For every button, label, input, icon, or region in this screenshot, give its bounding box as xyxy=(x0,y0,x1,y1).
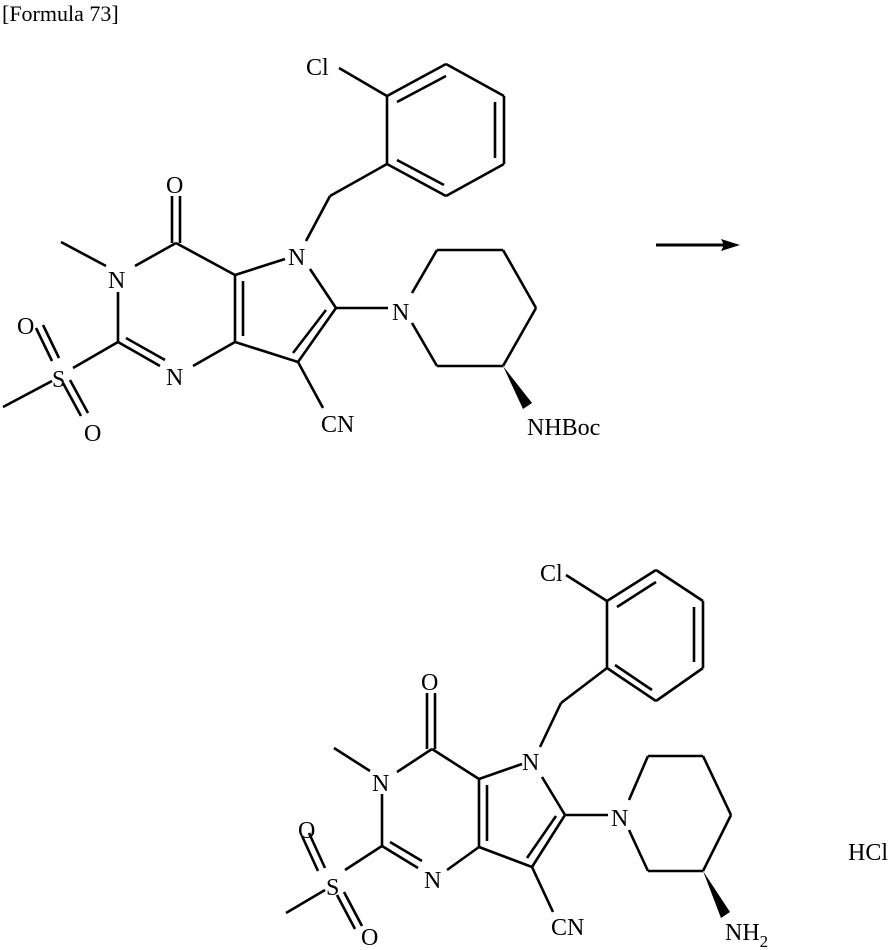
nhboc-label: NHBoc xyxy=(527,415,600,441)
nitrile-label: CN xyxy=(551,915,584,941)
stereo-wedge-bond xyxy=(503,366,532,409)
pyrrole-nitrogen-label: N xyxy=(522,750,539,776)
chlorine-atom-label: Cl xyxy=(540,561,563,587)
sulfur-atom-label: S xyxy=(52,367,65,393)
reactant-structure: Cl O N N N N S O O CN NHBoc xyxy=(2,55,600,447)
sulfonyl-oxygen-bottom-label: O xyxy=(84,421,101,447)
stereo-wedge-bond xyxy=(703,871,730,918)
sulfonyl-oxygen-top-label: O xyxy=(17,314,34,340)
reaction-arrow xyxy=(656,239,740,251)
amine-nh-text: NH xyxy=(725,920,760,946)
hcl-salt-label: HCl xyxy=(848,840,888,866)
n-methyl-nitrogen-label: N xyxy=(108,268,125,294)
pyrrole-nitrogen-label: N xyxy=(288,245,305,271)
piperidine-nitrogen-label: N xyxy=(611,806,628,832)
nitrile-label: CN xyxy=(321,412,354,438)
product-structure: Cl O N N N N S O O CN NH2 HCl xyxy=(285,561,888,950)
arrow-head-icon xyxy=(721,239,740,251)
formula-caption: [Formula 73] xyxy=(2,1,119,26)
carbonyl-oxygen-label: O xyxy=(166,173,183,199)
carbonyl-oxygen-label: O xyxy=(421,670,438,696)
pyrimidine-nitrogen-label: N xyxy=(424,868,441,894)
sulfur-atom-label: S xyxy=(326,875,339,901)
amine-label: NH2 xyxy=(725,920,768,950)
chlorine-atom-label: Cl xyxy=(306,55,329,81)
n-methyl-nitrogen-label: N xyxy=(372,771,389,797)
pyrimidine-nitrogen-label: N xyxy=(166,365,183,391)
amine-subscript: 2 xyxy=(760,932,769,950)
piperidine-nitrogen-label: N xyxy=(392,300,409,326)
sulfonyl-oxygen-top-label: O xyxy=(298,818,315,844)
sulfonyl-oxygen-bottom-label: O xyxy=(361,925,378,950)
